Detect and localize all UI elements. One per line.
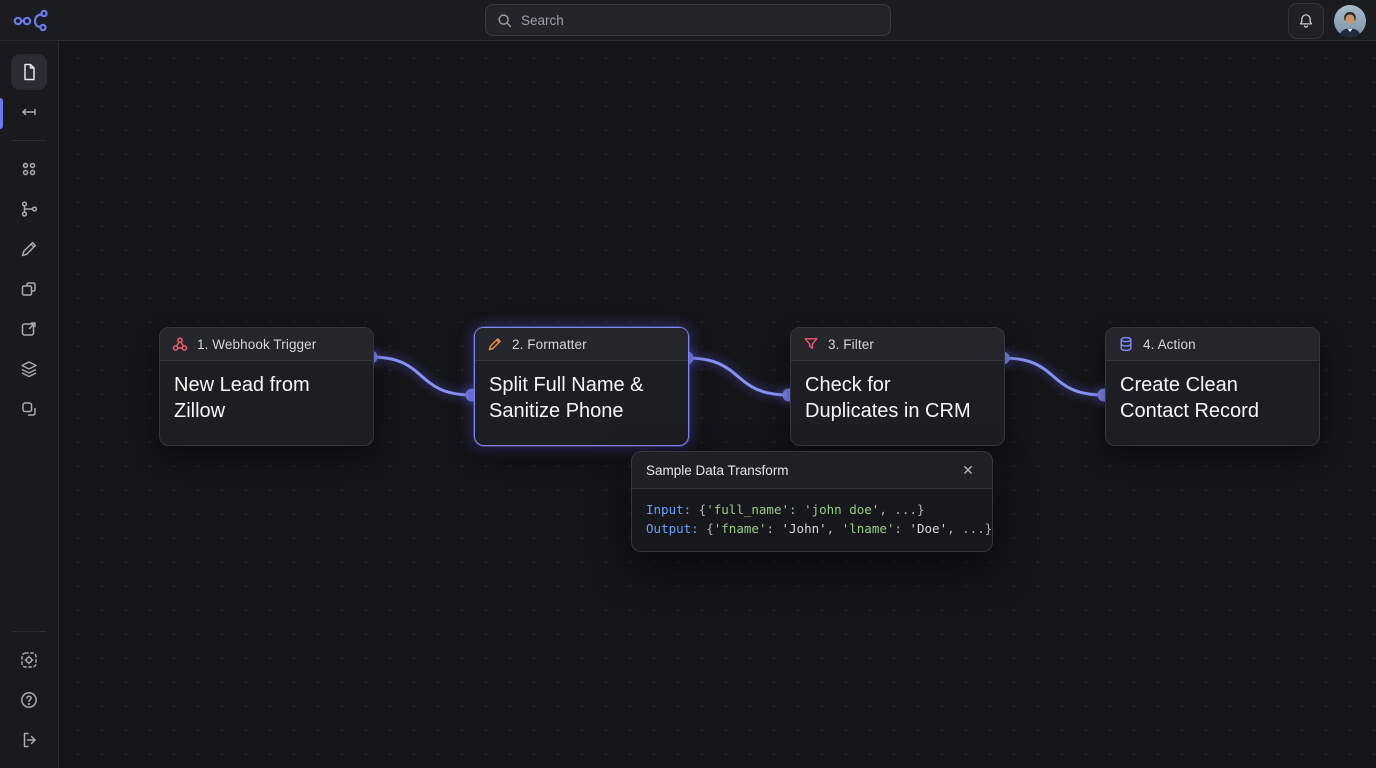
bell-icon — [1299, 13, 1313, 28]
sidebar-item-automation-settings[interactable] — [9, 640, 49, 680]
layers-icon — [21, 361, 37, 378]
user-avatar[interactable] — [1334, 4, 1366, 37]
webhook-icon — [172, 337, 188, 351]
funnel-icon — [804, 338, 818, 350]
sidebar-item-edit[interactable] — [9, 229, 49, 269]
horizontal-resize-icon — [21, 108, 36, 116]
node-step-label: 4. Action — [1143, 336, 1196, 352]
node-title: New Lead from Zillow — [174, 374, 310, 422]
sidebar-item-apps[interactable] — [9, 149, 49, 189]
export-icon — [21, 322, 36, 336]
sidebar-item-help[interactable] — [9, 680, 49, 720]
node-title: Split Full Name & Sanitize Phone — [489, 374, 644, 422]
node-formatter[interactable]: 2. Formatter Split Full Name & Sanitize … — [474, 327, 689, 446]
sidebar — [0, 41, 59, 768]
app-logo-icon[interactable] — [12, 6, 52, 36]
active-item-indicator — [0, 98, 3, 129]
sidebar-divider — [12, 140, 46, 141]
automation-settings-icon — [21, 652, 37, 668]
branch-icon — [21, 201, 38, 217]
node-title: Check for Duplicates in CRM — [805, 374, 971, 422]
code-output-label: Output: — [646, 521, 699, 536]
wire-1-2 — [369, 355, 474, 397]
node-header: 4. Action — [1106, 328, 1319, 361]
help-icon — [21, 692, 37, 708]
sidebar-item-workflow[interactable] — [9, 189, 49, 229]
search-icon — [498, 13, 512, 27]
sidebar-divider-bottom — [12, 631, 46, 632]
pencil-icon — [488, 338, 501, 351]
search-bar[interactable] — [485, 4, 891, 36]
node-action[interactable]: 4. Action Create Clean Contact Record — [1105, 327, 1320, 446]
code-input-label: Input: — [646, 502, 692, 517]
topbar — [0, 0, 1376, 41]
sidebar-item-logout[interactable] — [9, 720, 49, 760]
wire-3-4 — [1001, 356, 1106, 397]
node-title: Create Clean Contact Record — [1120, 374, 1259, 422]
wire-2-3 — [685, 356, 791, 397]
pencil-icon — [21, 241, 37, 257]
node-step-label: 3. Filter — [828, 336, 874, 352]
node-header: 3. Filter — [791, 328, 1004, 361]
sidebar-item-document[interactable] — [11, 54, 47, 90]
node-header: 1. Webhook Trigger — [160, 328, 373, 361]
node-filter[interactable]: 3. Filter Check for Duplicates in CRM — [790, 327, 1005, 446]
sidebar-item-export[interactable] — [9, 309, 49, 349]
close-icon[interactable]: ✕ — [962, 461, 974, 478]
code-preview: Input: {'full_name': 'john doe', ...} Ou… — [632, 489, 992, 551]
notifications-button[interactable] — [1288, 2, 1324, 39]
database-icon — [1120, 336, 1132, 352]
sidebar-item-layers[interactable] — [9, 349, 49, 389]
sidebar-item-pages[interactable] — [9, 269, 49, 309]
sample-data-popup: Sample Data Transform ✕ Input: {'full_na… — [631, 451, 993, 552]
node-header: 2. Formatter — [475, 328, 688, 361]
popup-title: Sample Data Transform — [646, 462, 789, 478]
sidebar-item-duplicate[interactable] — [9, 389, 49, 429]
node-step-label: 2. Formatter — [512, 336, 587, 352]
duplicate-icon — [22, 402, 36, 416]
logout-icon — [23, 732, 36, 748]
node-webhook-trigger[interactable]: 1. Webhook Trigger New Lead from Zillow — [159, 327, 374, 446]
search-input[interactable] — [521, 12, 880, 28]
sidebar-item-resize[interactable] — [9, 92, 49, 132]
workflow-canvas[interactable]: 1. Webhook Trigger New Lead from Zillow … — [59, 41, 1376, 768]
pages-icon — [21, 282, 36, 296]
node-step-label: 1. Webhook Trigger — [197, 336, 317, 352]
document-icon — [24, 63, 35, 81]
apps-grid-icon — [22, 162, 36, 176]
